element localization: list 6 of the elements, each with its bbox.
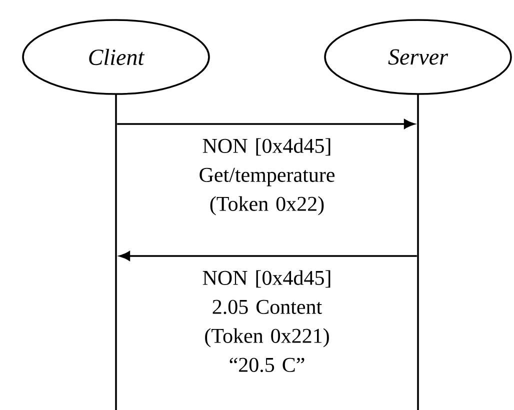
- message-arrow: [120, 251, 417, 261]
- lifeline: [115, 94, 117, 410]
- message-label: NON [0x4d45] 2.05 Content (Token 0x221) “20.5 C”: [202, 270, 330, 372]
- lifeline: [417, 94, 419, 410]
- message-label: NON [0x4d45] Get/temperature (Token 0x22): [200, 138, 335, 216]
- message-arrow: [117, 119, 414, 129]
